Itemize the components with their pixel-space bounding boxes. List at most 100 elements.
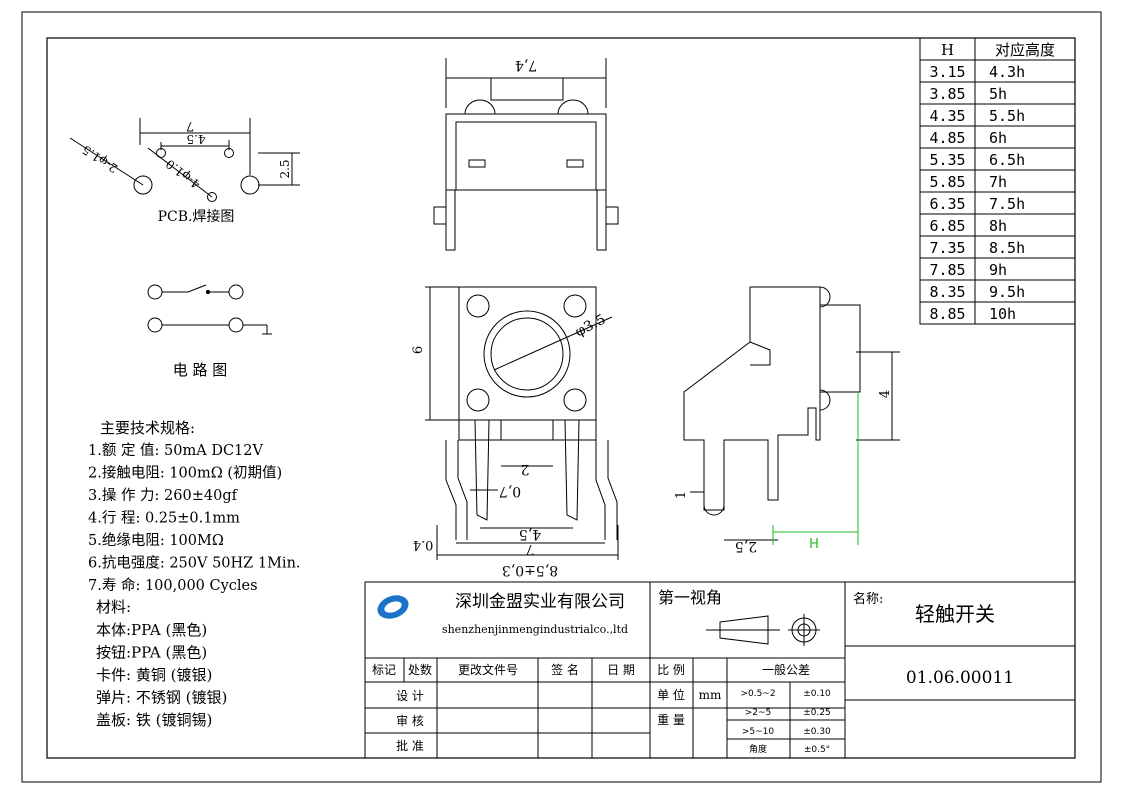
height-table-cell-h: 8.35 [929, 283, 965, 301]
first-angle-symbol [706, 614, 820, 646]
spec-item: 7.寿 命: 100,000 Cycles [88, 576, 258, 594]
approval-role: 设 计 [396, 689, 424, 703]
pcb-dim-7: 7 [186, 118, 194, 133]
tolerance-title: 一般公差 [762, 662, 810, 677]
side-view-h-dimension [772, 392, 859, 545]
height-table-cell-h: 6.35 [929, 195, 965, 213]
height-table-cell-height: 5.5h [989, 107, 1025, 125]
height-table-cell-height: 10h [989, 305, 1016, 323]
top-view [433, 58, 619, 251]
height-table-cell-height: 5h [989, 85, 1007, 103]
outer-frame [21, 11, 1102, 783]
pcb-dim-45: 4.5 [186, 132, 205, 146]
spec-item: 5.绝缘电阻: 100MΩ [88, 532, 224, 549]
height-table-cell-h: 6.85 [929, 217, 965, 235]
tolerance-range: >2~5 [745, 708, 772, 718]
spec-item: 3.操 作 力: 260±40gf [88, 487, 239, 504]
tolerance-value: ±0.30 [803, 727, 831, 737]
product-name: 轻触开关 [915, 602, 995, 626]
height-table-cell-h: 7.35 [929, 239, 965, 257]
unit-value: mm [699, 688, 722, 702]
height-table-cell-h: 8.85 [929, 305, 965, 323]
spec-item: 1.额 定 值: 50mA DC12V [88, 442, 263, 459]
pcb-hole-big-right [240, 175, 260, 195]
front-view [425, 286, 619, 560]
pcb-hole-small-3 [207, 192, 217, 202]
pcb-hole-small-label: 4-φ1.0 [163, 157, 203, 192]
side-view [683, 286, 900, 541]
spec-item: 4.行 程: 0.25±0.1mm [88, 510, 240, 527]
dim-front-diameter: φ3.5 [573, 311, 609, 340]
view-label: 第一视角 [658, 588, 722, 607]
tolerance-range: 角度 [749, 743, 767, 755]
tolerance-range: >0.5~2 [740, 689, 775, 699]
dim-side-25: 2,5 [735, 538, 757, 554]
height-table-cell-h: 5.35 [929, 151, 965, 169]
title-block [364, 581, 1076, 759]
height-table-cell-height: 7h [989, 173, 1007, 191]
height-table-border [919, 37, 1076, 325]
approval-role: 批 准 [396, 738, 424, 753]
approval-role: 审 核 [396, 713, 424, 728]
tolerance-value: ±0.5° [804, 745, 830, 755]
height-table-cell-height: 6h [989, 129, 1007, 147]
height-table-header-height: 对应高度 [995, 41, 1055, 59]
part-number: 01.06.00011 [906, 668, 1014, 688]
company-name-cn: 深圳金盟实业有限公司 [455, 592, 625, 612]
ratio-label: 比 例 [657, 663, 685, 677]
material-item: 卡件: 黄铜 (镀银) [96, 666, 212, 684]
unit-label: 单 位 [657, 687, 685, 702]
company-logo [377, 595, 409, 619]
name-label: 名称: [853, 591, 883, 607]
height-table-cell-h: 5.85 [929, 173, 965, 191]
dim-front-04: 0.4 [413, 537, 434, 552]
materials-list: 本体:PPA (黑色) 按钮:PPA (黑色) 卡件: 黄铜 (镀银) 弹片: 不锈钢… [96, 621, 227, 729]
dim-side-4: 4 [878, 390, 893, 398]
pcb-hole-big-left [133, 175, 153, 195]
material-item: 盖板: 铁 (镀铜锡) [96, 711, 212, 729]
tolerance-range: >5~10 [742, 727, 775, 737]
materials-title: 材料: [96, 598, 131, 616]
dim-top-width: 7,4 [515, 57, 537, 73]
dim-front-height: 6 [411, 346, 426, 354]
spec-item: 2.接触电阻: 100mΩ (初期值) [88, 465, 282, 482]
title-block-cells: 标记处数 更改文件号 签 名 日 期设 计审 核批 准 比 例单 位 mm 重 量 一般公差 >… [372, 662, 831, 755]
specs-list: 1.额 定 值: 50mA DC12V 2.接触电阻: 100mΩ (初期值) 3.… [88, 442, 301, 594]
height-table-cell-h: 7.85 [929, 261, 965, 279]
revision-header: 更改文件号 [458, 662, 518, 677]
dim-front-85: 8,5±0,3 [502, 562, 558, 578]
height-table-cell-height: 4.3h [989, 63, 1025, 81]
revision-header: 处数 [408, 662, 432, 677]
revision-header: 日 期 [607, 663, 635, 677]
pcb-dim-25: 2.5 [278, 159, 292, 178]
material-item: 按钮:PPA (黑色) [96, 644, 207, 662]
revision-header: 签 名 [551, 662, 579, 677]
spec-item: 6.抗电强度: 250V 50HZ 1Min. [88, 555, 301, 572]
weight-label: 重 量 [657, 713, 685, 727]
height-table-cell-h: 4.35 [929, 107, 965, 125]
height-table-cell-height: 9h [989, 261, 1007, 279]
height-table-cell-height: 7.5h [989, 195, 1025, 213]
tolerance-value: ±0.10 [803, 689, 831, 699]
dim-side-1: 1 [674, 491, 689, 499]
height-table-cell-height: 6.5h [989, 151, 1025, 169]
pcb-layout [69, 118, 300, 202]
company-name-en: shenzhenjinmengindustrialco.,ltd [442, 623, 628, 636]
dim-side-h: H [809, 537, 819, 552]
height-table-cell-height: 8.5h [989, 239, 1025, 257]
dim-front-2: 2 [521, 461, 530, 477]
dim-front-7: 7 [526, 541, 535, 557]
pcb-hole-big-label: 2-φ1.5 [80, 142, 120, 175]
height-table-cell-h: 4.85 [929, 129, 965, 147]
dim-front-07: 0,7 [499, 483, 521, 499]
specs-title: 主要技术规格: [100, 419, 195, 437]
material-item: 本体:PPA (黑色) [96, 621, 207, 639]
height-table-cell-h: 3.15 [929, 63, 965, 81]
height-table-cell-height: 8h [989, 217, 1007, 235]
height-table-cell-h: 3.85 [929, 85, 965, 103]
revision-header: 标记 [372, 663, 396, 677]
material-item: 弹片: 不锈钢 (镀银) [96, 689, 227, 707]
